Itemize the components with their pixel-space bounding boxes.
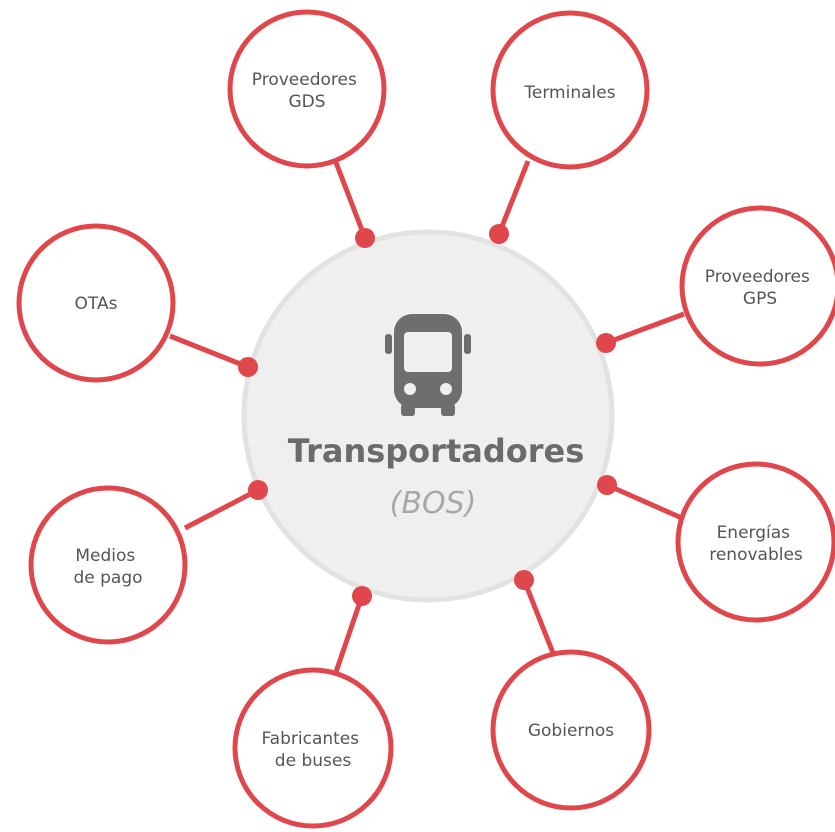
connector-energias-renovables <box>605 482 686 522</box>
connectors <box>169 159 686 673</box>
node-label-line: GPS <box>743 289 777 309</box>
connector-proveedores-gds <box>332 159 368 239</box>
connector-dot <box>596 333 616 353</box>
svg-text:Energías renovables: Energías renovables <box>709 523 803 565</box>
connector-medios-de-pago <box>183 487 260 531</box>
connector-fabricantes-de-buses <box>333 595 365 673</box>
node-gobiernos: Gobiernos <box>490 649 652 811</box>
node-label-line: Medios <box>75 546 135 566</box>
node-proveedores-gps: Proveedores GPS <box>679 205 835 367</box>
node-fabricantes-de-buses: Fabricantes de buses <box>232 667 394 829</box>
node-label-line: Energías <box>717 523 791 543</box>
hub-subtitle: (BOS) <box>390 486 477 521</box>
connector-dots <box>238 224 617 606</box>
hub-title: Transportadores <box>288 432 585 470</box>
node-label-line: Proveedores <box>705 267 810 287</box>
svg-text:Fabricantes de buses: Fabricantes de buses <box>261 729 364 771</box>
node-proveedores-gds: Proveedores GDS <box>227 9 387 169</box>
connector-dot <box>248 480 268 500</box>
node-label-line: Gobiernos <box>528 721 614 741</box>
hub-circle <box>241 229 615 603</box>
nodes: Proveedores GDS Terminales Proveedores G… <box>16 9 835 829</box>
node-label-line: Terminales <box>523 83 615 103</box>
connector-dot <box>238 357 258 377</box>
connector-dot <box>352 586 372 606</box>
connector-gobiernos <box>521 579 558 659</box>
connector-dot <box>489 224 509 244</box>
svg-text:Medios de pago: Medios de pago <box>73 546 142 588</box>
connector-otas <box>169 333 249 370</box>
connector-terminales <box>496 160 531 235</box>
connector-dot <box>597 475 617 495</box>
bus-icon <box>385 314 471 416</box>
svg-text:Proveedores GDS: Proveedores GDS <box>252 70 362 112</box>
node-energias-renovables: Energías renovables <box>675 461 835 623</box>
node-label-line: de buses <box>275 751 352 771</box>
node-label-line: Proveedores <box>252 70 357 90</box>
svg-text:Proveedores GPS: Proveedores GPS <box>705 267 815 309</box>
node-label-line: Fabricantes <box>261 729 359 749</box>
node-otas: OTAs <box>16 223 176 383</box>
node-medios-de-pago: Medios de pago <box>28 485 188 645</box>
connector-dot <box>514 570 534 590</box>
node-label-line: GDS <box>288 92 325 112</box>
node-label-line: de pago <box>73 568 142 588</box>
connector-proveedores-gps <box>605 311 685 346</box>
node-label-line: renovables <box>709 545 803 565</box>
node-label-line: OTAs <box>75 294 118 314</box>
connector-dot <box>355 228 375 248</box>
node-terminales: Terminales <box>490 10 650 170</box>
